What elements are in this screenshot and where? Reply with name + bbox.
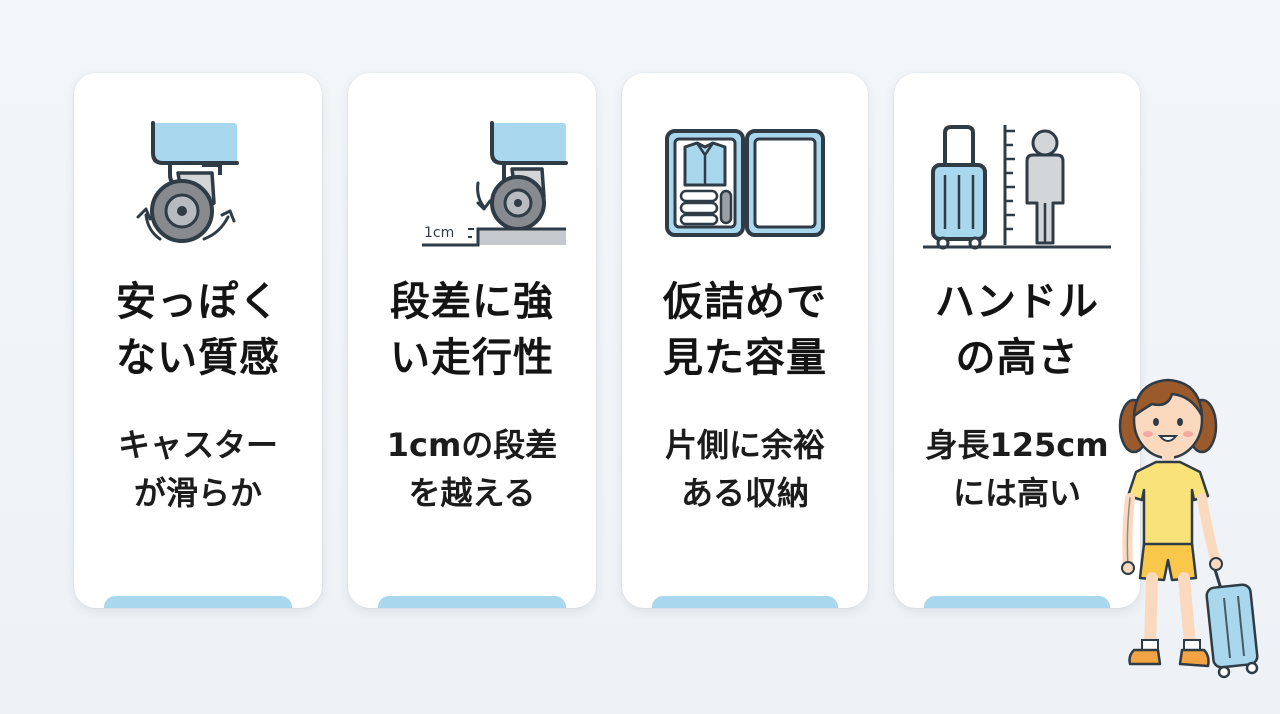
handle-height-icon: [917, 111, 1117, 251]
card-title-line1: 仮詰めで: [663, 279, 827, 325]
card-desc-line1: キャスター: [117, 426, 278, 464]
card-desc-line2: が滑らか: [133, 474, 262, 512]
card-title: 安っぽく ない質感: [74, 274, 322, 386]
card-title-line2: ない質感: [116, 335, 280, 381]
card-desc-line2: ある収納: [680, 474, 809, 512]
card-desc-line1: 1cmの段差: [386, 426, 558, 464]
feature-card-capacity: 仮詰めで 見た容量 片側に余裕 ある収納: [622, 73, 868, 608]
card-accent-bar: [378, 596, 566, 608]
card-title-line1: ハンドル: [935, 279, 1099, 325]
card-desc-line1: 身長125cm: [925, 426, 1109, 464]
card-description: 身長125cm には高い: [894, 421, 1140, 517]
wheel-step-icon: 1cm: [372, 111, 572, 251]
card-accent-bar: [652, 596, 838, 608]
card-desc-line2: を越える: [408, 474, 536, 512]
card-title-line2: 見た容量: [663, 335, 827, 381]
card-description: キャスター が滑らか: [74, 421, 322, 517]
feature-card-handle-height: ハンドル の高さ 身長125cm には高い: [894, 73, 1140, 608]
step-height-label: 1cm: [424, 225, 454, 241]
card-title: ハンドル の高さ: [894, 274, 1140, 386]
card-title-line2: い走行性: [390, 335, 554, 381]
card-title: 段差に強 い走行性: [348, 274, 596, 386]
caster-wheel-icon: [98, 111, 298, 251]
card-accent-bar: [924, 596, 1110, 608]
card-title-line2: の高さ: [955, 335, 1079, 381]
card-desc-line1: 片側に余裕: [664, 426, 825, 464]
feature-card-caster: 安っぽく ない質感 キャスター が滑らか: [74, 73, 322, 608]
card-title: 仮詰めで 見た容量: [622, 274, 868, 386]
girl-with-suitcase-illustration: [1112, 374, 1272, 686]
card-desc-line2: には高い: [952, 474, 1081, 512]
card-accent-bar: [104, 596, 292, 608]
card-title-line1: 安っぽく: [116, 279, 280, 325]
open-suitcase-icon: [645, 111, 845, 251]
card-description: 片側に余裕 ある収納: [622, 421, 868, 517]
card-description: 1cmの段差 を越える: [348, 421, 596, 517]
feature-card-step: 1cm 段差に強 い走行性 1cmの段差 を越える: [348, 73, 596, 608]
card-title-line1: 段差に強: [390, 279, 554, 325]
